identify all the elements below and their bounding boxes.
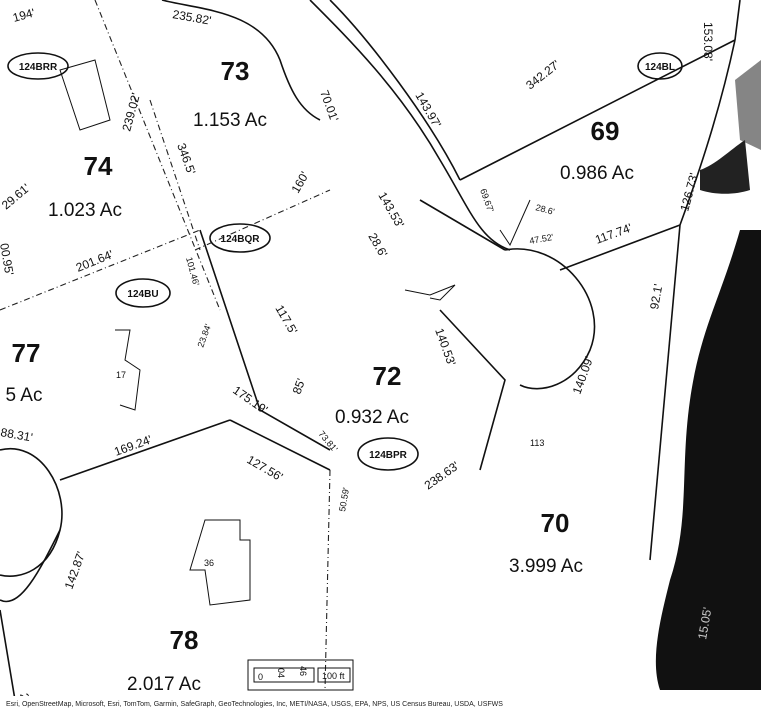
house-number: 36	[204, 558, 214, 568]
svg-text:124BRR: 124BRR	[19, 62, 58, 73]
dimension-label: 50.59'	[337, 486, 351, 512]
dimension-label: 85'	[290, 377, 309, 396]
lot-area: 3.999 Ac	[509, 556, 583, 577]
dimension-label: 239.02'	[119, 91, 143, 132]
dimension-label: 29.61'	[0, 181, 33, 213]
house-numbers: 17 113 36	[116, 370, 544, 568]
dimension-label: 175.19'	[230, 383, 270, 417]
dimension-label: 235.82'	[171, 7, 212, 28]
svg-text:124BPR: 124BPR	[369, 450, 408, 461]
house-number: 113	[530, 438, 544, 448]
dimension-label: 88.31'	[0, 425, 34, 444]
dimension-label: 00.95'	[0, 242, 16, 276]
dimension-label: 47.52'	[529, 232, 555, 246]
dimension-label: 238.63'	[422, 459, 462, 493]
svg-text:124BQR: 124BQR	[221, 234, 261, 245]
dimension-label: 92.1'	[647, 283, 665, 311]
dimension-label: 160'	[288, 169, 311, 195]
vegetation-area	[655, 60, 761, 690]
dimension-label: 126.73'	[677, 171, 701, 212]
parcel-id-124BRR[interactable]: 124BRR	[7, 52, 69, 80]
lot-area: 0.986 Ac	[560, 163, 634, 184]
lot-number: 78	[170, 625, 199, 655]
lot-area: 1.153 Ac	[193, 110, 267, 131]
dimension-label: 117.74'	[593, 221, 634, 247]
scale-label: 100 ft	[322, 671, 345, 681]
lot-area: 2.017 Ac	[127, 674, 201, 695]
dimension-label: 346.5'	[174, 141, 198, 176]
dimension-label: 127.56'	[245, 452, 286, 484]
dimension-label: 140.53'	[432, 326, 458, 367]
lot-number: 77	[12, 338, 41, 368]
dimension-label: 28.6'	[534, 202, 555, 217]
parcel-lines	[0, 0, 741, 701]
parcel-id-124BU[interactable]: 124BU	[115, 278, 171, 308]
structure-outline-74	[59, 59, 111, 131]
dimension-label: 153.08'	[701, 22, 715, 61]
dimension-label: 73.81'	[316, 429, 339, 454]
lot-area: 0.932 Ac	[335, 407, 409, 428]
attribution-text: Esri, OpenStreetMap, Microsoft, Esri, To…	[6, 701, 503, 708]
lot-labels: 73 1.153 Ac 74 1.023 Ac 69 0.986 Ac 77 5…	[6, 56, 634, 695]
structure-outline-78	[189, 519, 251, 606]
lot-number: 73	[221, 56, 250, 86]
lot-area: 1.023 Ac	[48, 200, 122, 221]
structure-outline-77	[115, 329, 141, 411]
dimension-label: 117.5'	[272, 303, 300, 337]
dimension-label: 15.05'	[695, 606, 714, 640]
dimension-label: 142.87'	[62, 550, 88, 591]
dimension-label: 140.09'	[570, 355, 596, 396]
svg-text:124BL: 124BL	[645, 62, 675, 73]
dimension-label: 201.64'	[74, 247, 115, 275]
dimension-label: 69.67'	[478, 187, 496, 213]
scale-mark: 0	[258, 672, 263, 682]
svg-text:124BU: 124BU	[127, 289, 158, 300]
attribution-bar: Esri, OpenStreetMap, Microsoft, Esri, To…	[0, 696, 761, 710]
dimension-label: 28.6'	[365, 231, 390, 260]
dimension-label: 342.27'	[523, 57, 562, 92]
lot-number: 74	[84, 151, 113, 181]
parcel-id-tags: 124BRR 124BL 124BQR 124BU 124BPR	[7, 52, 683, 471]
dimension-label: 101.46'	[184, 256, 201, 287]
dimension-label: 23.84'	[195, 322, 213, 348]
parcel-id-124BPR[interactable]: 124BPR	[357, 437, 419, 471]
parcel-id-124BL[interactable]: 124BL	[637, 52, 683, 80]
house-number: 17	[116, 370, 126, 380]
lot-area: 5 Ac	[6, 385, 43, 406]
dimension-label: 194'	[11, 6, 36, 25]
parcel-id-124BQR[interactable]: 124BQR	[209, 223, 271, 253]
lot-number: 70	[541, 508, 570, 538]
lot-number: 69	[591, 116, 620, 146]
scale-mark: 04	[276, 668, 286, 678]
lot-number: 72	[373, 361, 402, 391]
dimension-label: 70.01'	[317, 88, 341, 123]
scale-mark: 46	[298, 666, 308, 676]
dimension-label: 143.53'	[375, 190, 407, 231]
scale-bar: 0 04 46 100 ft	[247, 659, 354, 691]
